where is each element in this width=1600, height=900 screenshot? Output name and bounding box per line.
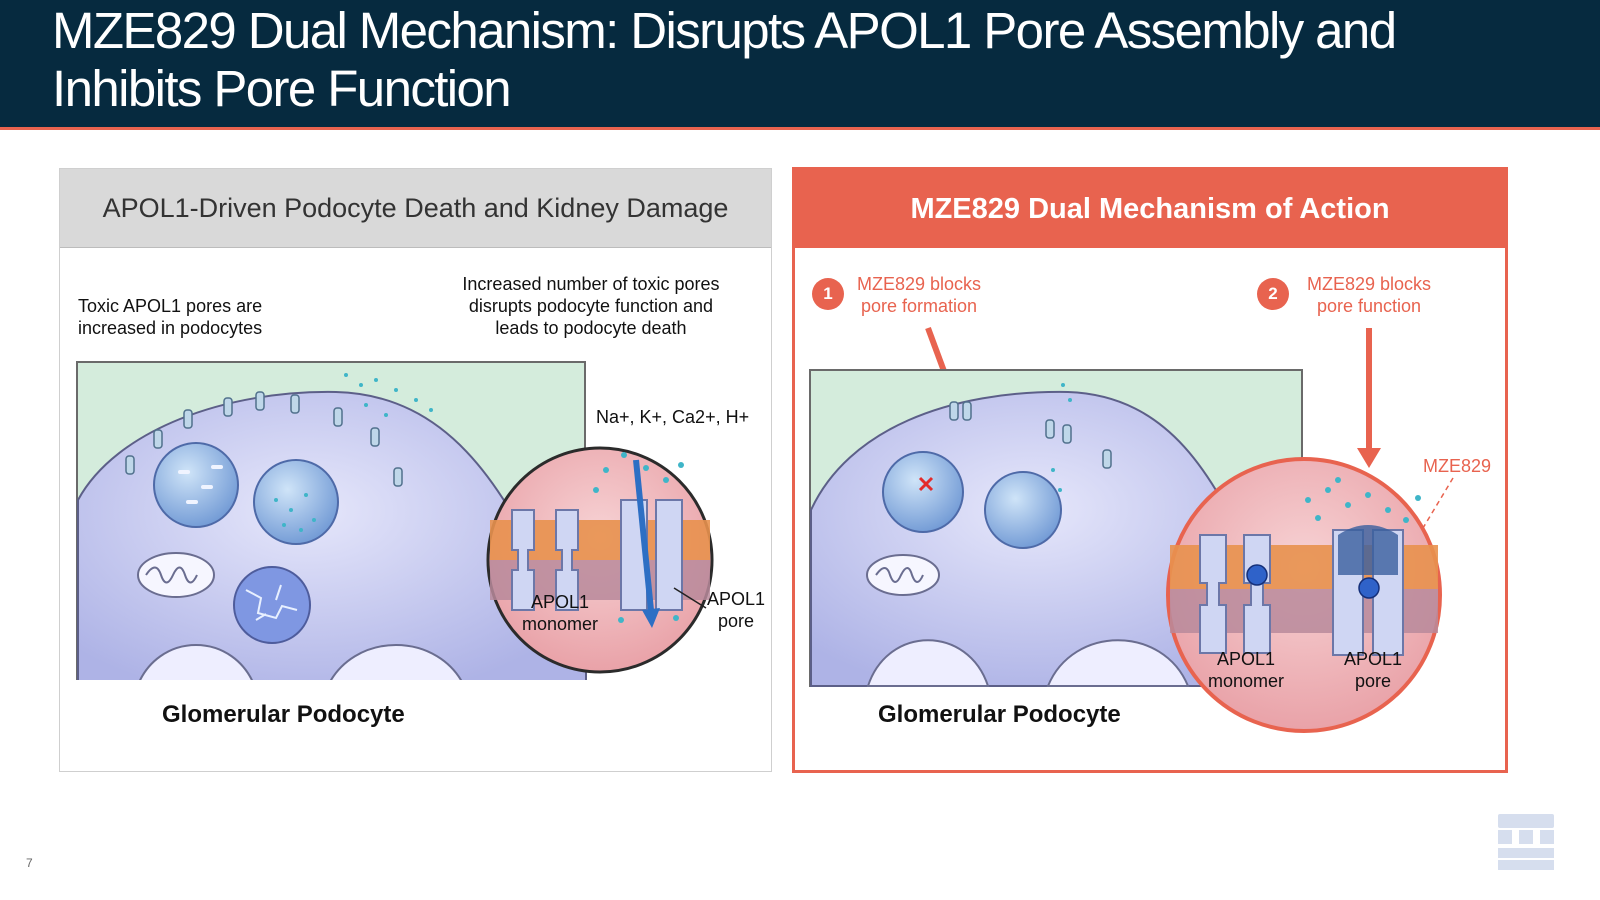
drug-label: MZE829 bbox=[1423, 456, 1492, 476]
right-podocyte-illustration bbox=[809, 326, 1454, 733]
right-caption: Glomerular Podocyte bbox=[878, 701, 1121, 728]
left-monomer-label: APOL1 monomer bbox=[521, 592, 599, 634]
step-1-badge: 1 bbox=[812, 278, 844, 310]
right-pore-label: APOL1 pore bbox=[1343, 649, 1403, 691]
page-number: 7 bbox=[26, 856, 33, 870]
right-panel-header: MZE829 Dual Mechanism of Action bbox=[795, 170, 1505, 248]
title-bar: MZE829 Dual Mechanism: Disrupts APOL1 Po… bbox=[0, 0, 1600, 130]
left-panel: APOL1-Driven Podocyte Death and Kidney D… bbox=[59, 168, 772, 772]
step-2-text: MZE829 blocks pore function bbox=[1306, 274, 1432, 316]
step-1-text: MZE829 blocks pore formation bbox=[856, 274, 982, 316]
left-note-1: Toxic APOL1 pores are increased in podoc… bbox=[78, 296, 263, 338]
step-2-badge: 2 bbox=[1257, 278, 1289, 310]
left-pore-label: APOL1 pore bbox=[706, 589, 766, 631]
left-podocyte-illustration bbox=[76, 361, 714, 680]
maze-logo bbox=[1498, 814, 1554, 870]
right-monomer-label: APOL1 monomer bbox=[1207, 649, 1285, 691]
left-panel-header: APOL1-Driven Podocyte Death and Kidney D… bbox=[60, 169, 771, 248]
ions-label: Na+, K+, Ca2+, H+ bbox=[596, 407, 750, 427]
right-panel: MZE829 Dual Mechanism of Action bbox=[792, 167, 1508, 773]
slide-title: MZE829 Dual Mechanism: Disrupts APOL1 Po… bbox=[52, 2, 1397, 117]
left-note-2: Increased number of toxic pores disrupts… bbox=[462, 274, 720, 338]
left-caption: Glomerular Podocyte bbox=[162, 701, 405, 728]
